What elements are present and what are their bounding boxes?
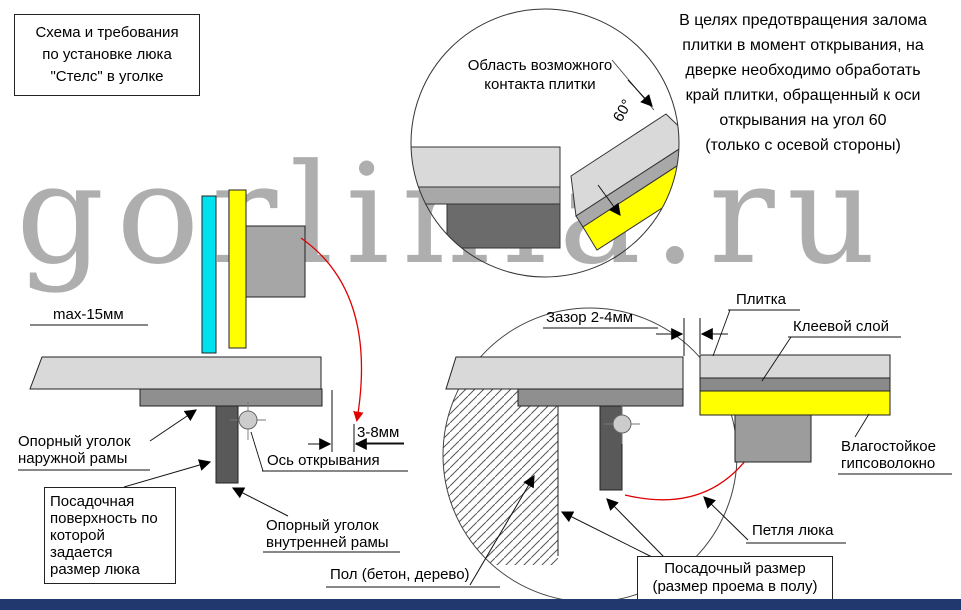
- seat-surface-label: Посадочная поверхность по которой задает…: [44, 487, 176, 584]
- hinge-axis-point: [238, 410, 258, 430]
- axis-label-leader: [250, 431, 264, 472]
- detail-circle-outline: [410, 8, 680, 278]
- footer-bar: [0, 599, 961, 610]
- right-section-view: [326, 307, 952, 603]
- outer-frame-angle-bar: [139, 388, 323, 407]
- floor-label-leader: [469, 474, 535, 586]
- inner-frame-angle-label: Опорный уголок внутренней рамы: [266, 517, 389, 551]
- hinge-arc: [624, 450, 754, 501]
- opening-axis-label: Ось открывания: [267, 452, 380, 469]
- seat-surface-leader: [123, 459, 212, 488]
- right-hinge-axis-point: [612, 414, 632, 434]
- hinge-label: Петля люка: [752, 522, 834, 539]
- floor-hatched-area: [443, 389, 558, 565]
- installation-note: В целях предотвращения залома плитки в м…: [679, 12, 927, 154]
- door-frame-profile: [734, 414, 812, 463]
- hinge-label-leader: [703, 496, 749, 541]
- outer-angle-leader: [149, 409, 197, 442]
- max-tile-thickness-label: max-15мм: [53, 306, 124, 323]
- door-glue-layer: [699, 377, 891, 392]
- detail-door-glue: [575, 139, 679, 228]
- left-section-view: [18, 189, 408, 553]
- door-gypsum-board: [699, 390, 891, 416]
- detail-view: [410, 8, 680, 278]
- right-wall-slab: [445, 356, 684, 390]
- floor-label: Пол (бетон, дерево): [330, 566, 470, 583]
- door-profile-block: [245, 225, 306, 298]
- right-outer-frame-angle-bar: [517, 388, 684, 407]
- wall-slab: [29, 356, 322, 390]
- tile-label-leader: [712, 309, 731, 357]
- door-gypsum-strip: [228, 189, 247, 349]
- contact-label-arrow: [627, 79, 653, 107]
- tile-label: Плитка: [736, 291, 787, 308]
- gap-dimension-label: Зазор 2-4мм: [546, 309, 634, 326]
- contact-area-label: Область возможного контакта плитки: [467, 57, 613, 93]
- dimension-3-8mm: [308, 390, 404, 452]
- gypsum-board-label: Влагостойкое гипсоволокно: [841, 438, 936, 472]
- detail-door-gypsum: [582, 150, 679, 251]
- axis-offset-dim-label: 3-8мм: [357, 424, 400, 441]
- door-cyan-layer: [201, 195, 217, 354]
- detail-fixed-tile: [411, 146, 561, 188]
- seat-size-leader-1: [606, 498, 665, 558]
- floor-clip-group: [443, 389, 558, 565]
- contact-area-arrow: [597, 184, 621, 216]
- detail-fixed-profile: [446, 203, 561, 249]
- outer-frame-angle-label: Опорный уголок наружной рамы: [18, 433, 131, 467]
- glue-layer-label: Клеевой слой: [793, 318, 890, 335]
- title-box: Схема и требования по установке люка "Ст…: [14, 14, 200, 96]
- seat-size-leader-2: [560, 511, 653, 558]
- opening-arc: [300, 237, 364, 423]
- glue-label-leader: [761, 336, 792, 382]
- inner-frame-angle-bar: [215, 405, 239, 484]
- seat-size-label: Посадочный размер (размер проема в полу): [637, 556, 833, 600]
- gap-dimension: [543, 318, 728, 356]
- door-tile-layer: [699, 354, 891, 379]
- detail-fixed-glue: [411, 186, 561, 205]
- gypsum-label-leader: [854, 413, 870, 438]
- inner-angle-leader: [231, 487, 289, 517]
